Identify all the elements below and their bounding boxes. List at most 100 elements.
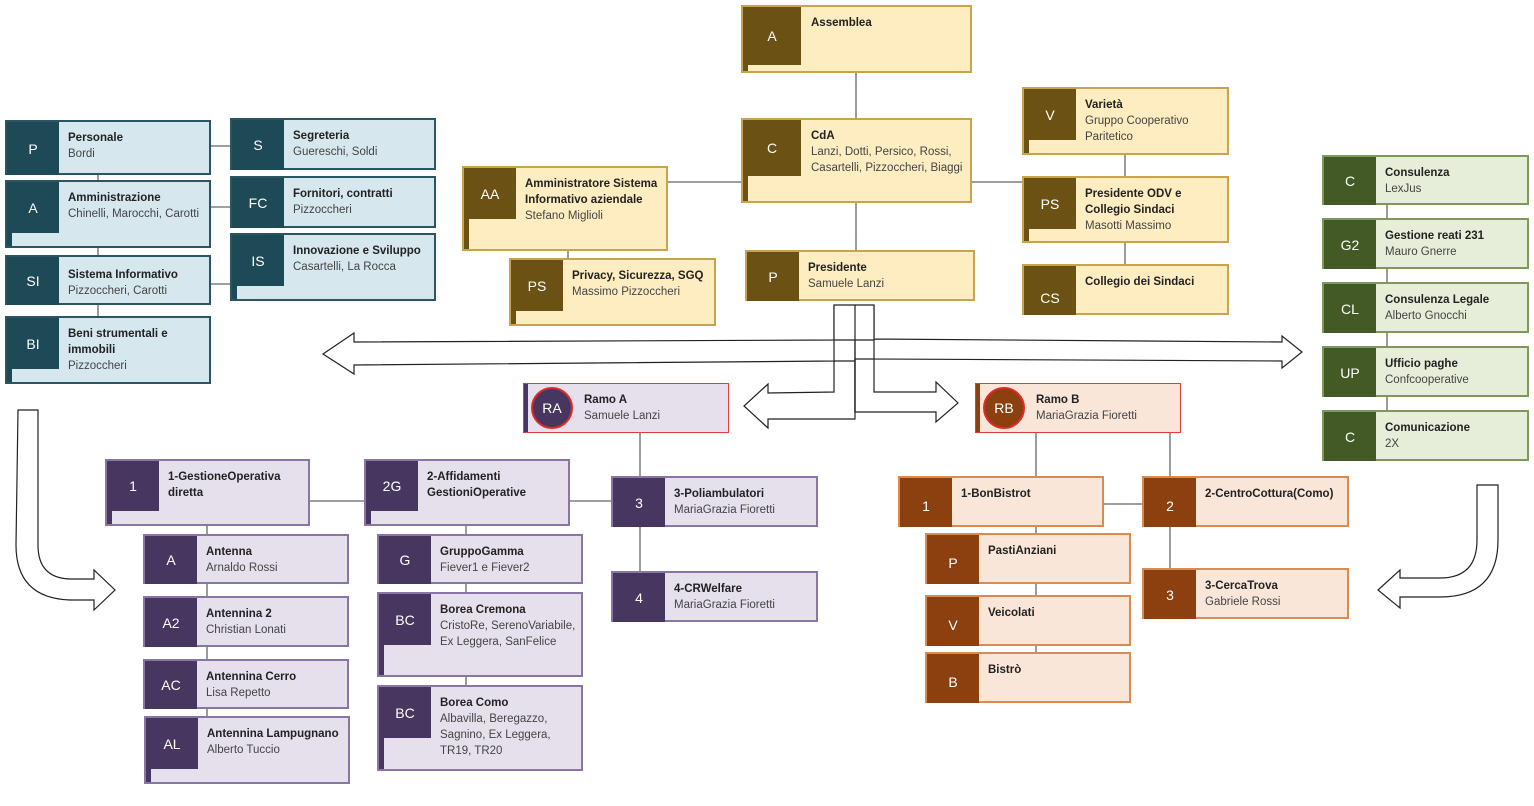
node-ufficio-paghe[interactable]: UP Ufficio paghe Confcooperative	[1322, 346, 1529, 397]
node-text: 2-CentroCottura(Como)	[1205, 486, 1333, 502]
node-amministratore-si[interactable]: AA Amministratore Sistema Informativo az…	[462, 166, 668, 251]
node-title: Antennina 2	[206, 608, 272, 620]
node-pasti-anziani[interactable]: P PastiAnziani	[925, 533, 1131, 584]
node-title: Antennina Lampugnano	[207, 728, 339, 740]
node-collegio-sindaci[interactable]: CS Collegio dei Sindaci	[1022, 264, 1229, 315]
node-title: Consulenza Legale	[1385, 294, 1490, 306]
ramo-title: Ramo A	[584, 394, 628, 406]
node-code-badge: C	[1324, 412, 1376, 461]
node-accent-strip	[743, 61, 748, 71]
node-subtitle: Confcooperative	[1385, 374, 1469, 386]
node-title: Presidente	[808, 262, 867, 274]
node-antennina-lampugnano[interactable]: AL Antennina Lampugnano Alberto Tuccio	[144, 716, 350, 784]
node-borea-cremona[interactable]: BC Borea Cremona CristoRe, SerenoVariabi…	[377, 592, 583, 677]
node-gruppo-gamma[interactable]: G GruppoGamma Fiever1 e Fiever2	[377, 534, 583, 584]
curved-arrow-external-to-ramo-b	[1377, 484, 1499, 610]
node-text: Varietà Gruppo Cooperativo Paritetico	[1085, 97, 1230, 145]
node-subtitle: Lisa Repetto	[206, 687, 271, 699]
node-gestione-reati[interactable]: G2 Gestione reati 231 Mauro Gnerre	[1322, 218, 1529, 269]
node-antennina-2[interactable]: A2 Antennina 2 Christian Lonati	[143, 596, 349, 647]
node-affidamenti-gestioni[interactable]: 2G 2-Affidamenti GestioniOperative	[364, 459, 570, 526]
node-title: PastiAnziani	[988, 545, 1057, 557]
node-code-badge: 4	[613, 573, 665, 622]
node-cda[interactable]: C CdA Lanzi, Dotti, Persico, Rossi, Casa…	[741, 118, 972, 203]
node-code-badge: AL	[146, 718, 198, 769]
node-antennina-cerro[interactable]: AC Antennina Cerro Lisa Repetto	[143, 659, 349, 709]
node-varieta[interactable]: V Varietà Gruppo Cooperativo Paritetico	[1022, 87, 1229, 155]
node-text: Collegio dei Sindaci	[1085, 274, 1194, 290]
node-assemblea[interactable]: A Assemblea	[741, 5, 972, 73]
node-title: Borea Como	[440, 697, 509, 709]
ramo-b-head[interactable]: RB Ramo B MariaGrazia Fioretti	[975, 383, 1181, 433]
ramo-text: Ramo A Samuele Lanzi	[584, 392, 660, 424]
node-code-badge: A	[145, 536, 197, 584]
node-text: Ufficio paghe Confcooperative	[1385, 356, 1469, 388]
node-text: Innovazione e Sviluppo Casartelli, La Ro…	[293, 243, 433, 275]
ramo-a-head[interactable]: RA Ramo A Samuele Lanzi	[523, 383, 729, 433]
node-accent-strip	[464, 217, 469, 249]
node-bistro[interactable]: B Bistrò	[925, 652, 1131, 703]
node-code-badge: 1	[900, 478, 952, 527]
node-presidente[interactable]: P Presidente Samuele Lanzi	[745, 250, 975, 301]
node-fornitori-contratti[interactable]: FC Fornitori, contratti Pizzoccheri	[230, 176, 436, 228]
node-code-badge: B	[927, 654, 979, 703]
node-title: 1-GestioneOperativa diretta	[168, 471, 281, 499]
node-title: 2-CentroCottura(Como)	[1205, 488, 1334, 500]
node-title: GruppoGamma	[440, 546, 524, 558]
node-title: Varietà	[1085, 99, 1123, 111]
node-crwelfare[interactable]: 4 4-CRWelfare MariaGrazia Fioretti	[611, 571, 818, 622]
node-code-badge: P	[7, 122, 59, 175]
node-title: 2-Affidamenti GestioniOperative	[427, 471, 527, 499]
node-text: 3-Poliambulatori MariaGrazia Fioretti	[674, 486, 775, 518]
arrow-left-to-ramo-a	[743, 360, 856, 430]
node-consulenza[interactable]: C Consulenza LexJus	[1322, 155, 1529, 205]
node-subtitle: 2X	[1385, 438, 1400, 450]
node-code-badge: P	[927, 535, 979, 584]
node-gestione-operativa-diretta[interactable]: 1 1-GestioneOperativa diretta	[105, 459, 310, 526]
node-accent-strip	[743, 172, 748, 201]
node-subtitle: Mauro Gnerre	[1385, 246, 1457, 258]
node-accent-strip	[511, 309, 516, 324]
node-text: 1-GestioneOperativa diretta	[168, 469, 308, 501]
node-accent-strip	[7, 367, 12, 382]
node-amministrazione[interactable]: A Amministrazione Chinelli, Marocchi, Ca…	[5, 180, 211, 248]
ramo-subtitle: MariaGrazia Fioretti	[1036, 410, 1137, 422]
node-comunicazione[interactable]: C Comunicazione 2X	[1322, 410, 1529, 461]
node-code-badge: 3	[613, 478, 665, 527]
node-accent-strip	[366, 509, 371, 524]
node-text: Privacy, Sicurezza, SGQ Massimo Pizzocch…	[572, 268, 712, 300]
node-segreteria[interactable]: S Segreteria Guereschi, Soldi	[230, 118, 436, 170]
node-title: Assemblea	[811, 17, 872, 29]
node-code-badge: 2G	[366, 461, 418, 511]
node-presidente-odv[interactable]: PS Presidente ODV e Collegio Sindaci Mas…	[1022, 176, 1229, 243]
node-personale[interactable]: P Personale Bordi	[5, 120, 211, 175]
node-accent-strip	[379, 736, 384, 769]
node-code-badge: 3	[1144, 570, 1196, 619]
node-bonbistrot[interactable]: 1 1-BonBistrot	[898, 476, 1104, 527]
node-code-badge: C	[743, 120, 801, 176]
node-privacy[interactable]: PS Privacy, Sicurezza, SGQ Massimo Pizzo…	[509, 258, 716, 326]
node-text: 4-CRWelfare MariaGrazia Fioretti	[674, 581, 775, 613]
node-consulenza-legale[interactable]: CL Consulenza Legale Alberto Gnocchi	[1322, 282, 1529, 333]
node-text: Veicolati	[988, 605, 1035, 621]
node-title: Fornitori, contratti	[293, 188, 393, 200]
node-borea-como[interactable]: BC Borea Como Albavilla, Beregazzo, Sagn…	[377, 685, 583, 771]
node-subtitle: Bordi	[68, 148, 95, 160]
ramo-title: Ramo B	[1036, 394, 1080, 406]
arrow-trunk	[833, 304, 875, 412]
node-subtitle: Stefano Miglioli	[525, 210, 603, 222]
node-antenna[interactable]: A Antenna Arnaldo Rossi	[143, 534, 349, 584]
ramo-code-circle: RA	[531, 387, 573, 429]
node-text: 1-BonBistrot	[961, 486, 1031, 502]
node-poliambulatori[interactable]: 3 3-Poliambulatori MariaGrazia Fioretti	[611, 476, 818, 527]
node-beni-strumentali[interactable]: BI Beni strumentali e immobili Pizzocche…	[5, 316, 211, 384]
node-innovazione-sviluppo[interactable]: IS Innovazione e Sviluppo Casartelli, La…	[230, 233, 436, 301]
node-subtitle: CristoRe, SerenoVariabile, Ex Leggera, S…	[440, 620, 576, 648]
node-centro-cottura[interactable]: 2 2-CentroCottura(Como)	[1142, 476, 1349, 527]
node-text: 2-Affidamenti GestioniOperative	[427, 469, 567, 501]
node-sistema-informativo[interactable]: SI Sistema Informativo Pizzoccheri, Caro…	[5, 255, 211, 305]
node-veicolati[interactable]: V Veicolati	[925, 595, 1131, 646]
node-cercatrova[interactable]: 3 3-CercaTrova Gabriele Rossi	[1142, 568, 1349, 619]
node-subtitle: Christian Lonati	[206, 624, 286, 636]
node-subtitle: Samuele Lanzi	[808, 278, 885, 290]
